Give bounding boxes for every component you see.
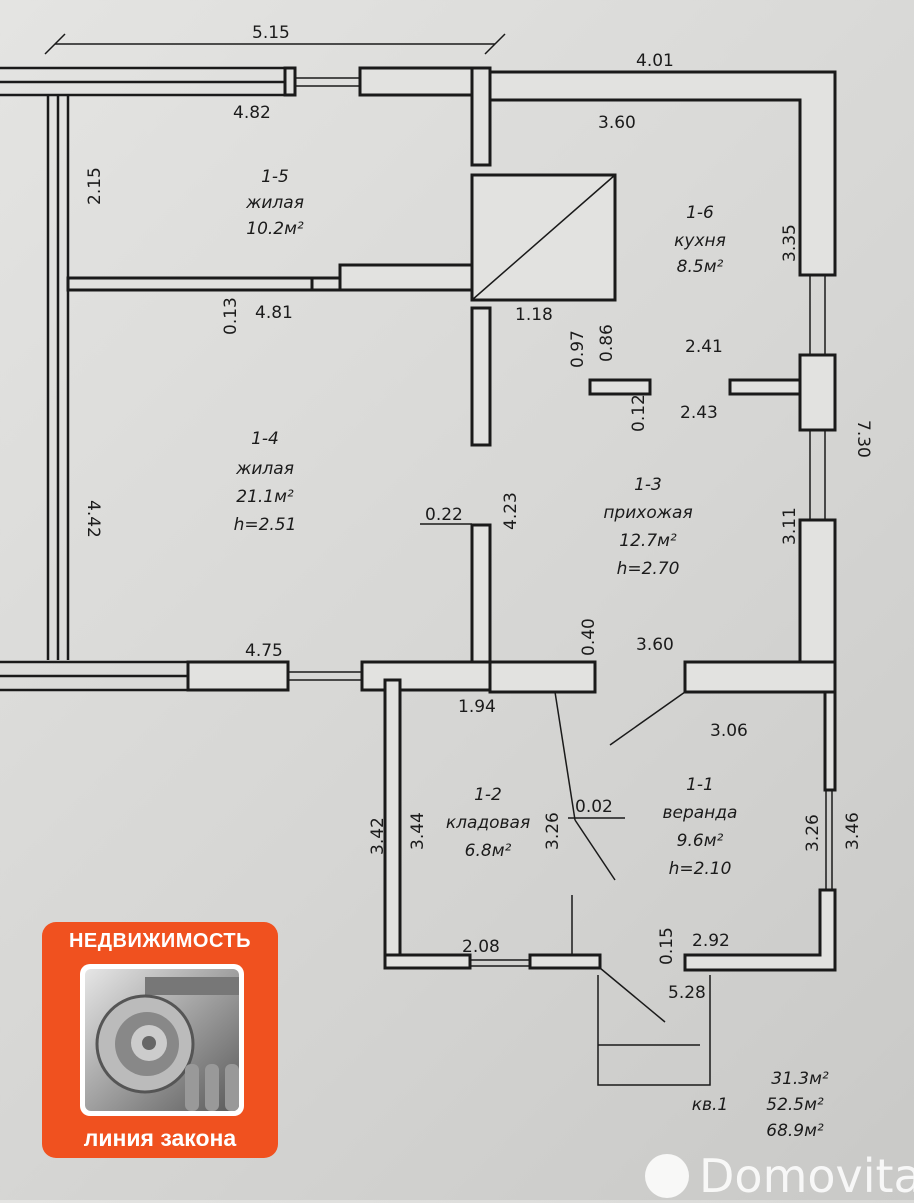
svg-text:жилая: жилая	[235, 459, 294, 479]
svg-text:4.42: 4.42	[83, 500, 103, 538]
svg-text:2.08: 2.08	[462, 937, 500, 957]
svg-text:3.26: 3.26	[803, 814, 823, 852]
svg-text:3.35: 3.35	[780, 224, 800, 262]
svg-text:2.92: 2.92	[692, 931, 730, 951]
svg-text:12.7м²: 12.7м²	[619, 531, 677, 551]
logo-top-text: НЕДВИЖИМОСТЬ	[68, 930, 252, 952]
svg-text:3.60: 3.60	[636, 635, 674, 655]
svg-text:прихожая: прихожая	[603, 503, 692, 523]
svg-text:8.5м²: 8.5м²	[677, 257, 724, 277]
svg-text:3.26: 3.26	[543, 812, 563, 850]
svg-text:кв.1: кв.1	[692, 1095, 729, 1115]
room-1-2: 1-2 кладовая 6.8м²	[446, 785, 530, 861]
svg-text:0.02: 0.02	[575, 797, 613, 817]
svg-text:1-3: 1-3	[634, 475, 662, 495]
svg-text:h=2.10: h=2.10	[669, 859, 732, 879]
svg-text:3.06: 3.06	[710, 721, 748, 741]
svg-text:1.94: 1.94	[458, 697, 496, 717]
walls	[0, 66, 837, 1086]
svg-text:кухня: кухня	[674, 231, 726, 251]
svg-text:5.15: 5.15	[252, 23, 290, 43]
room-1-1: 1-1 веранда 9.6м² h=2.10	[663, 775, 738, 879]
svg-text:1-1: 1-1	[686, 775, 714, 795]
svg-text:4.01: 4.01	[636, 51, 674, 71]
svg-text:0.22: 0.22	[425, 505, 463, 525]
svg-text:3.46: 3.46	[843, 812, 863, 850]
svg-text:4.81: 4.81	[255, 303, 293, 323]
svg-text:h=2.51: h=2.51	[234, 515, 297, 535]
watermark: Domovita	[645, 1153, 914, 1199]
room-1-4: 1-4 жилая 21.1м² h=2.51	[234, 429, 297, 535]
svg-text:4.82: 4.82	[233, 103, 271, 123]
svg-text:4.23: 4.23	[501, 492, 521, 530]
svg-text:0.15: 0.15	[657, 927, 677, 965]
area-totals: 31.3м² кв.1 52.5м² 68.9м²	[692, 1069, 829, 1141]
svg-text:0.12: 0.12	[629, 394, 649, 432]
dimension-labels: 5.15 4.01 4.82 3.60 2.15 3.35 0.13 4.81 …	[83, 23, 873, 1003]
svg-text:21.1м²: 21.1м²	[236, 487, 294, 507]
svg-text:0.40: 0.40	[579, 618, 599, 656]
svg-text:2.41: 2.41	[685, 337, 723, 357]
svg-text:0.97: 0.97	[568, 330, 588, 368]
ionic-column-icon	[80, 964, 244, 1116]
svg-text:кладовая: кладовая	[446, 813, 530, 833]
svg-text:7.30: 7.30	[853, 420, 873, 458]
svg-text:5.28: 5.28	[668, 983, 706, 1003]
svg-text:4.75: 4.75	[245, 641, 283, 661]
svg-text:1-5: 1-5	[261, 167, 289, 187]
svg-text:жилая: жилая	[245, 193, 304, 213]
svg-text:31.3м²: 31.3м²	[771, 1069, 829, 1089]
svg-text:52.5м²: 52.5м²	[766, 1095, 824, 1115]
svg-text:h=2.70: h=2.70	[617, 559, 680, 579]
svg-text:0.13: 0.13	[221, 297, 241, 335]
svg-text:10.2м²: 10.2м²	[246, 219, 304, 239]
agency-logo: НЕДВИЖИМОСТЬ линия закона	[42, 922, 278, 1158]
room-1-6: 1-6 кухня 8.5м²	[674, 203, 726, 277]
svg-text:9.6м²: 9.6м²	[677, 831, 724, 851]
dimension-line-top	[44, 33, 506, 55]
svg-text:1.18: 1.18	[515, 305, 553, 325]
svg-text:1-4: 1-4	[251, 429, 279, 449]
svg-text:3.11: 3.11	[780, 507, 800, 545]
watermark-dot-icon	[645, 1154, 689, 1198]
logo-bottom-text: линия закона	[83, 1125, 237, 1151]
svg-text:2.15: 2.15	[85, 167, 105, 205]
svg-text:1-6: 1-6	[686, 203, 714, 223]
room-1-5: 1-5 жилая 10.2м²	[245, 167, 304, 239]
svg-text:0.86: 0.86	[597, 324, 617, 362]
svg-text:3.42: 3.42	[368, 817, 388, 855]
svg-text:6.8м²: 6.8м²	[465, 841, 512, 861]
room-1-3: 1-3 прихожая 12.7м² h=2.70	[603, 475, 692, 579]
svg-text:3.60: 3.60	[598, 113, 636, 133]
svg-text:3.44: 3.44	[408, 812, 428, 850]
svg-text:68.9м²: 68.9м²	[766, 1121, 824, 1141]
svg-text:веранда: веранда	[663, 803, 738, 823]
svg-text:1-2: 1-2	[474, 785, 502, 805]
watermark-text: Domovita	[699, 1149, 914, 1203]
svg-text:2.43: 2.43	[680, 403, 718, 423]
